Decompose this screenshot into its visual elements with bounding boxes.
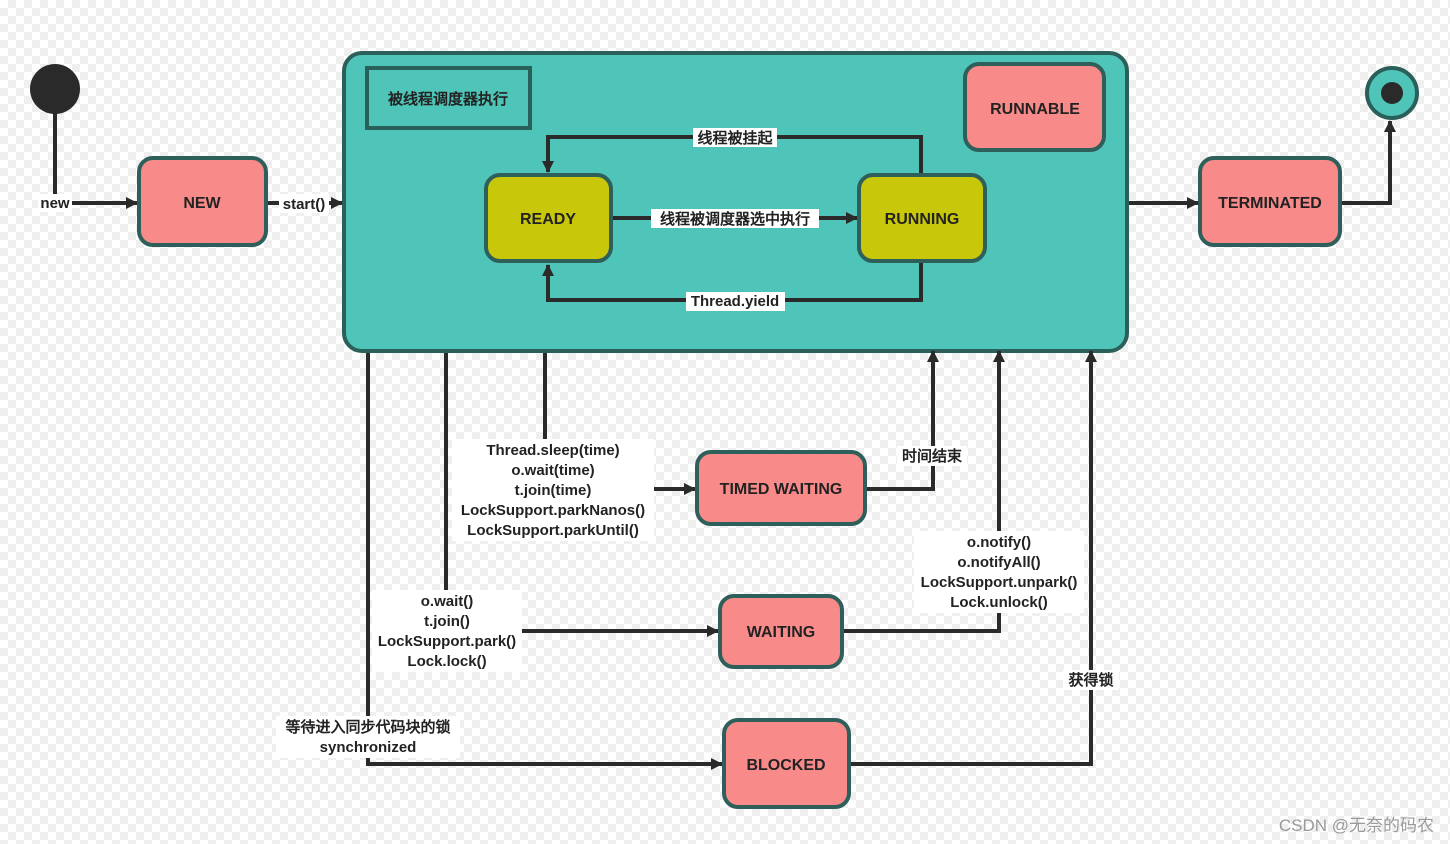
wire-final (1340, 120, 1396, 205)
state-timed-waiting-label: TIMED WAITING (720, 481, 843, 498)
timed-wait-call: LockSupport.parkNanos() (461, 502, 645, 519)
label-time-up-text: 时间结束 (902, 447, 963, 465)
state-ready-label: READY (520, 211, 576, 228)
wire-time-up (866, 350, 939, 491)
label-scheduled-text: 线程被调度器选中执行 (660, 210, 810, 228)
watermark: CSDN @无奈的码农 (1278, 816, 1434, 835)
state-waiting-label: WAITING (747, 624, 815, 641)
notify-call: Lock.unlock() (950, 594, 1048, 611)
state-blocked-label: BLOCKED (746, 757, 825, 774)
blocked-reason: 等待进入同步代码块的锁 (285, 718, 450, 736)
blocked-reason: synchronized (320, 739, 417, 756)
label-scheduled: 线程被调度器选中执行 (651, 209, 819, 228)
notify-call: o.notify() (967, 534, 1031, 551)
label-new: new (38, 194, 72, 212)
runnable-container (342, 51, 1129, 353)
label-time-up: 时间结束 (897, 446, 967, 466)
state-ready[interactable]: READY (484, 173, 613, 263)
wait-call: t.join() (424, 613, 470, 630)
final-node (1365, 66, 1419, 120)
label-acquire-lock: 获得锁 (1063, 670, 1119, 690)
timed-wait-call: t.join(time) (515, 482, 592, 499)
state-timed-waiting[interactable]: TIMED WAITING (695, 450, 867, 526)
label-suspended-text: 线程被挂起 (697, 129, 773, 147)
state-terminated-label: TERMINATED (1218, 195, 1322, 212)
notify-call: o.notifyAll() (957, 554, 1040, 571)
wire-initial (53, 112, 138, 209)
wire-notify (843, 350, 1005, 633)
state-running-label: RUNNING (885, 211, 960, 228)
state-running[interactable]: RUNNING (857, 173, 987, 263)
wire-block (366, 353, 723, 770)
label-suspended: 线程被挂起 (693, 128, 777, 147)
label-start-text: start() (283, 196, 326, 213)
notify-call: LockSupport.unpark() (921, 574, 1078, 591)
label-start: start() (279, 194, 329, 213)
state-new[interactable]: NEW (137, 156, 268, 247)
initial-node (30, 64, 80, 114)
wire-acquire (850, 350, 1097, 766)
timed-wait-call: o.wait(time) (511, 462, 594, 479)
label-new-text: new (40, 195, 70, 212)
label-acquire-lock-text: 获得锁 (1068, 671, 1113, 689)
label-wait-calls: o.wait() t.join() LockSupport.park() Loc… (372, 590, 522, 672)
label-yield-text: Thread.yield (691, 293, 779, 310)
label-yield: Thread.yield (686, 292, 785, 311)
label-blocked-reason: 等待进入同步代码块的锁 synchronized (276, 716, 460, 758)
container-label-box: 被线程调度器执行 (365, 66, 532, 130)
state-waiting[interactable]: WAITING (718, 594, 844, 669)
container-label: 被线程调度器执行 (388, 90, 508, 108)
state-runnable-label: RUNNABLE (990, 101, 1080, 118)
wait-call: LockSupport.park() (378, 633, 516, 650)
label-timed-wait-calls: Thread.sleep(time) o.wait(time) t.join(t… (452, 439, 654, 541)
wait-call: Lock.lock() (407, 653, 486, 670)
wait-call: o.wait() (421, 593, 474, 610)
state-new-label: NEW (183, 195, 221, 212)
timed-wait-call: LockSupport.parkUntil() (467, 522, 639, 539)
timed-wait-call: Thread.sleep(time) (486, 442, 619, 459)
state-runnable[interactable]: RUNNABLE (963, 62, 1106, 152)
state-terminated[interactable]: TERMINATED (1198, 156, 1342, 247)
state-blocked[interactable]: BLOCKED (722, 718, 851, 809)
label-notify-calls: o.notify() o.notifyAll() LockSupport.unp… (914, 531, 1084, 613)
